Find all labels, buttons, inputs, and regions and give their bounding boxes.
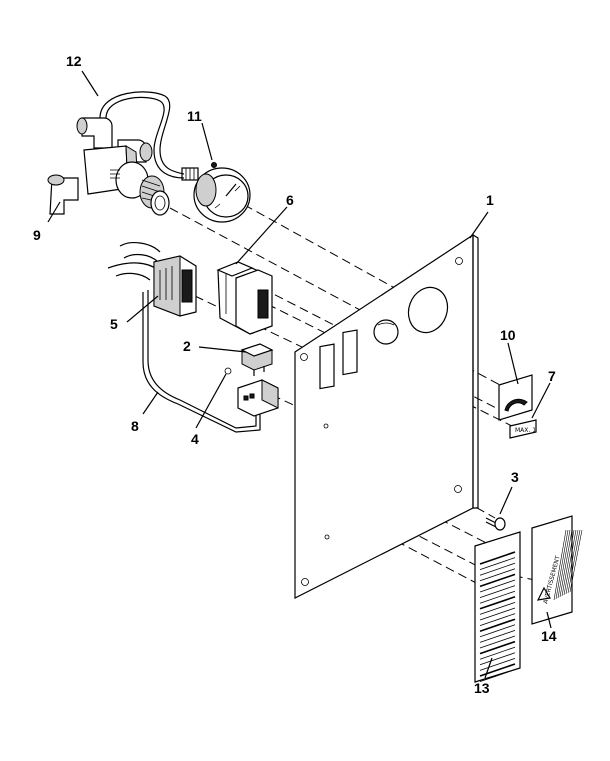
instruction-label: [474, 531, 521, 683]
pressure-gauge: [181, 162, 251, 223]
tag-text: MAX. 1: [515, 427, 536, 434]
label-text-line: [479, 658, 516, 671]
callout-8: 8: [131, 418, 139, 434]
terminal-block: [224, 367, 279, 417]
rocker-switch-left: [153, 255, 197, 317]
sign-text-line: [559, 529, 573, 598]
mounting-panel: [294, 233, 479, 599]
sign-text-line: [557, 529, 571, 599]
label-text-line: [479, 624, 516, 638]
callout-4: 4: [191, 431, 199, 447]
indicator-light: [240, 343, 274, 376]
label-text-line: [479, 585, 516, 598]
sign-text-line: [563, 529, 577, 596]
label-text-line: [479, 551, 516, 565]
callout-7: 7: [548, 368, 556, 384]
label-text-line: [479, 635, 516, 649]
warning-sign: AVERTISSEMENT: [531, 515, 583, 625]
sign-text-line: [553, 529, 567, 601]
small-tag: MAX. 1: [509, 419, 537, 439]
label-text-line: [479, 613, 516, 626]
callout-14: 14: [541, 628, 557, 644]
label-text-line: [479, 618, 516, 632]
label-text-line: [479, 646, 516, 660]
label-text-line: [479, 562, 516, 576]
rocker-switch-right: [216, 261, 273, 335]
label-text-line: [479, 669, 516, 682]
callout-10: 10: [500, 327, 516, 343]
air-tube: [99, 91, 185, 179]
screw: [485, 517, 506, 531]
label-text-line: [479, 557, 516, 570]
callout-9: 9: [33, 227, 41, 243]
callout-12: 12: [66, 53, 82, 69]
sign-text-line: [569, 529, 583, 593]
label-text-line: [479, 630, 516, 643]
label-text-line: [479, 579, 516, 593]
callout-1: 1: [486, 192, 494, 208]
sign-text-line: [565, 529, 579, 595]
regulator-manifold: [47, 117, 170, 216]
leader-lines: [47, 70, 552, 679]
callout-2: 2: [183, 338, 191, 354]
callout-6: 6: [286, 192, 294, 208]
gauge-bezel: [498, 374, 533, 421]
callout-numbers: 1 2 3 4 5 6 7 8 9 10 11 12 13 14: [33, 53, 557, 696]
label-text-line: [479, 652, 516, 666]
sign-text-line: [567, 529, 581, 594]
callout-5: 5: [110, 316, 118, 332]
label-text-line: [479, 568, 516, 582]
label-text-line: [479, 596, 516, 610]
sign-text-line: [561, 529, 575, 597]
label-text-line: [479, 640, 516, 655]
callout-11: 11: [187, 108, 202, 124]
callout-13: 13: [474, 680, 490, 696]
sign-text-line: [555, 529, 569, 600]
callout-3: 3: [511, 469, 519, 485]
label-text-line: [479, 590, 516, 604]
label-text-line: [479, 607, 516, 621]
label-text-line: [479, 602, 516, 615]
label-text-line: [479, 573, 516, 588]
